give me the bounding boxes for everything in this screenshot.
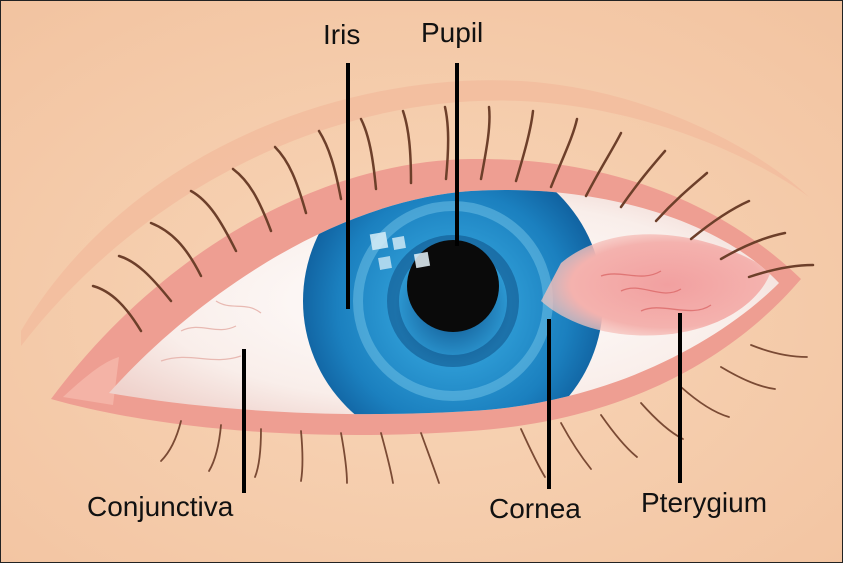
pterygium-label: Pterygium [641,489,767,517]
highlight-2 [392,236,406,250]
iris-label: Iris [323,21,360,49]
cornea-label: Cornea [489,495,581,523]
highlight-1 [370,232,389,251]
conjunctiva-label: Conjunctiva [87,493,233,521]
highlight-3 [378,256,392,270]
pupil-label: Pupil [421,19,483,47]
highlight-4 [414,252,430,268]
